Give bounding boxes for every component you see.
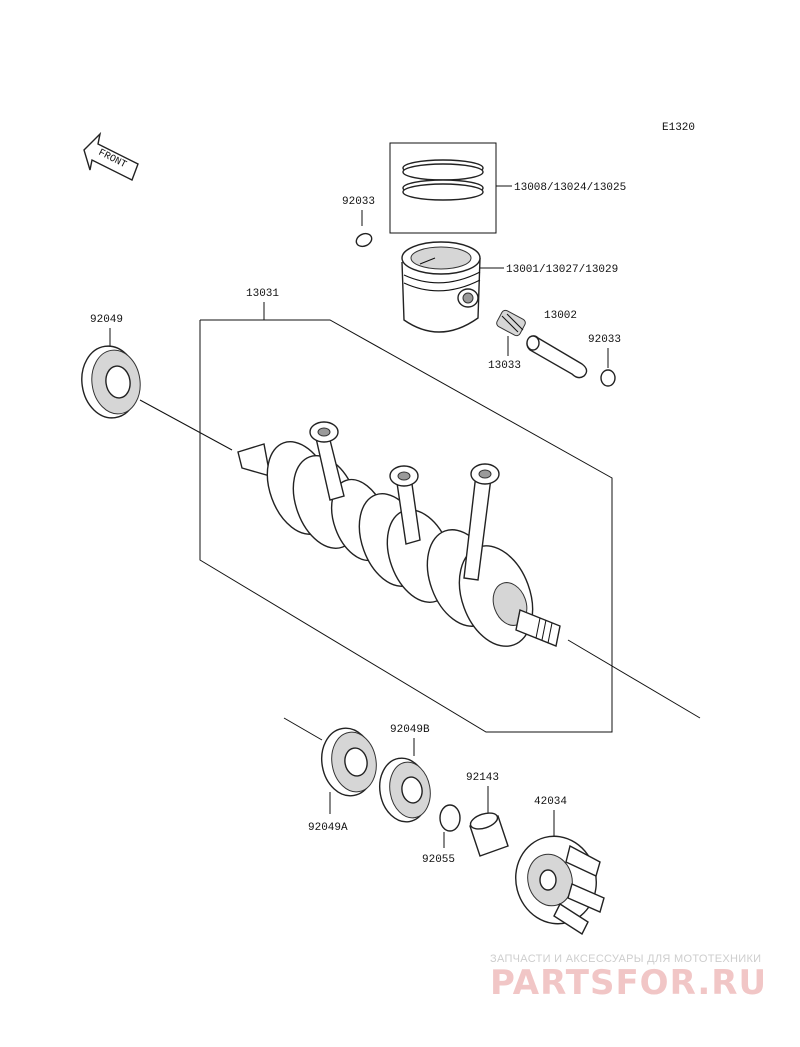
label-oil-seal-b: 92049B — [390, 724, 430, 736]
label-oil-seal-left: 92049 — [90, 314, 123, 326]
label-oil-seal-a: 92049A — [308, 822, 348, 834]
snap-ring-right — [600, 369, 616, 387]
diagram-code: E1320 — [662, 122, 695, 134]
watermark-brand: PARTSFOR.RU — [490, 963, 767, 1003]
label-needle-bearing: 13033 — [488, 360, 521, 372]
piston — [401, 241, 481, 333]
oil-seal-a — [321, 727, 377, 797]
label-crankshaft: 13031 — [246, 288, 279, 300]
needle-bearing — [496, 309, 526, 337]
piston-rings — [389, 142, 512, 234]
label-snap-ring-right: 92033 — [588, 334, 621, 346]
front-arrow-icon: FRONT — [83, 131, 139, 181]
piston-pin — [526, 335, 588, 379]
oil-seal-left — [81, 345, 141, 419]
coupling — [515, 835, 605, 936]
label-snap-ring-left: 92033 — [342, 196, 375, 208]
label-coupling: 42034 — [534, 796, 567, 808]
o-ring — [439, 804, 461, 832]
crankshaft-frame — [199, 319, 613, 733]
label-collar: 92143 — [466, 772, 499, 784]
crankshaft — [237, 421, 561, 647]
label-piston-rings: 13008/13024/13025 — [514, 182, 626, 194]
snap-ring-left — [355, 232, 373, 248]
collar — [469, 812, 509, 857]
label-piston: 13001/13027/13029 — [506, 264, 618, 276]
watermark: ЗАПЧАСТИ И АКСЕССУАРЫ ДЛЯ МОТОТЕХНИКИ PA… — [490, 953, 767, 1003]
label-o-ring: 92055 — [422, 854, 455, 866]
oil-seal-b — [379, 757, 431, 823]
label-piston-pin: 13002 — [544, 310, 577, 322]
watermark-subtitle: ЗАПЧАСТИ И АКСЕССУАРЫ ДЛЯ МОТОТЕХНИКИ — [490, 953, 761, 965]
